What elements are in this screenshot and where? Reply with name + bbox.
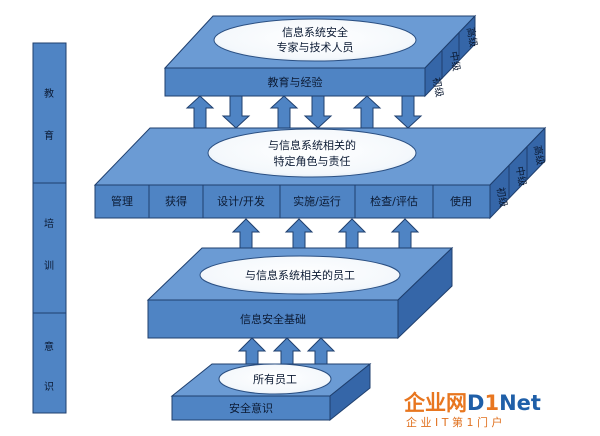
arrow-up: [284, 218, 314, 249]
middle-cell-label: 检查/评估: [370, 194, 418, 208]
middle-level-label: 初级: [494, 186, 510, 208]
watermark-logo: 企业网D1Net 企 业 I T 第 1 门 户: [403, 391, 541, 429]
arrow-down: [221, 95, 251, 129]
left-bar-segment-education: [32, 42, 67, 184]
arrow-up: [337, 218, 367, 249]
middle-block-ellipse: [207, 128, 417, 178]
arrow-up: [390, 218, 420, 249]
arrow-down: [393, 95, 423, 129]
arrows-lower-middle: [231, 218, 420, 249]
left-bar-char: 教: [44, 87, 54, 100]
top-block-ellipse-line-1: 信息系统安全: [282, 25, 348, 39]
top-level-label: 中级: [447, 50, 463, 72]
top-block-ellipse-line-2: 专家与技术人员: [277, 40, 354, 54]
arrow-up: [306, 337, 336, 365]
left-bar-char: 育: [44, 129, 54, 142]
middle-block-ellipse-line-2: 特定角色与责任: [274, 154, 351, 168]
left-bar-char: 训: [44, 260, 54, 272]
middle-level-label: 高级: [531, 144, 547, 166]
top-block-ellipse: [213, 18, 417, 62]
lower-block-side-face: [397, 246, 453, 340]
svg-text:企业网D1Net: 企业网D1Net: [403, 391, 541, 415]
bottom-block-side-face: [329, 362, 371, 422]
arrow-up: [272, 337, 302, 365]
arrows-bottom-lower: [237, 337, 336, 365]
lower-block: 与信息系统相关的员工 信息安全基础: [146, 246, 454, 340]
middle-cell-label: 获得: [165, 195, 187, 208]
middle-block: 与信息系统相关的 特定角色与责任 管理 获得 设计/开发 实施/运行 检查/评估…: [93, 126, 547, 220]
middle-block-ellipse-line-1: 与信息系统相关的: [268, 138, 356, 152]
arrow-up: [231, 218, 261, 249]
left-bar: 教 育 培 训 意 识: [32, 42, 67, 414]
arrow-up: [352, 95, 382, 129]
watermark-d: D: [467, 391, 484, 415]
watermark-net: Net: [499, 391, 541, 415]
left-bar-segment-training: [32, 182, 67, 314]
top-block-front-label: 教育与经验: [268, 75, 323, 89]
watermark-cn: 企业网: [403, 391, 467, 415]
watermark-one: 1: [484, 391, 499, 415]
middle-cell-label: 实施/运行: [293, 194, 341, 208]
lower-block-ellipse: [199, 255, 401, 295]
bottom-block-front-label: 安全意识: [229, 401, 273, 415]
left-bar-char: 识: [44, 381, 54, 393]
bottom-block-ellipse-label: 所有员工: [253, 372, 297, 386]
middle-level-label: 中级: [513, 165, 529, 187]
lower-block-ellipse-label: 与信息系统相关的员工: [245, 268, 355, 282]
arrow-up: [237, 337, 267, 365]
arrow-down: [303, 95, 333, 129]
top-level-label: 初级: [430, 76, 446, 98]
arrow-up: [185, 95, 215, 129]
top-block-side-face: [424, 14, 476, 98]
left-bar-segment-awareness: [32, 312, 67, 414]
left-bar-char: 培: [44, 217, 54, 230]
top-block: 信息系统安全 专家与技术人员 教育与经验 初级 中级 高级: [163, 14, 480, 98]
lower-block-front-label: 信息安全基础: [240, 312, 306, 326]
left-bar-char: 意: [44, 340, 54, 353]
arrows-middle-top: [185, 95, 423, 129]
middle-cell-label: 管理: [111, 194, 133, 208]
bottom-block-ellipse: [218, 363, 332, 395]
watermark-subtitle: 企 业 I T 第 1 门 户: [406, 415, 502, 429]
bottom-block: 所有员工 安全意识: [170, 362, 372, 422]
middle-cell-label: 设计/开发: [217, 194, 265, 208]
top-level-label: 高级: [464, 26, 480, 48]
middle-cell-label: 使用: [450, 195, 472, 208]
arrow-up: [269, 95, 299, 129]
